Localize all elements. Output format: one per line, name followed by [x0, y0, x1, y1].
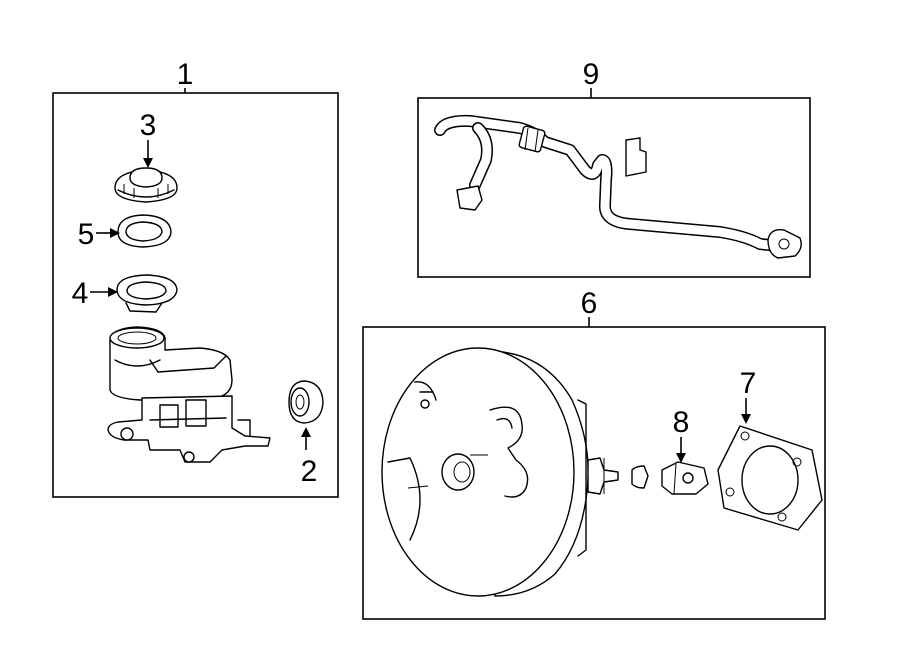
brake-booster-group: 6 8	[362, 287, 826, 620]
callout-4-arrow	[108, 287, 118, 297]
booster-gasket[interactable]	[717, 425, 823, 531]
callout-5-arrow	[110, 228, 120, 238]
hose-clamp[interactable]	[456, 185, 483, 211]
clevis-nut[interactable]	[631, 465, 649, 489]
callout-5[interactable]: 5	[78, 218, 95, 251]
master-cylinder-body[interactable]	[107, 326, 271, 463]
callout-4[interactable]: 4	[72, 277, 89, 310]
callout-3-arrow	[143, 158, 153, 168]
reservoir-seal[interactable]	[288, 380, 324, 424]
vacuum-hose-box	[417, 97, 811, 278]
reservoir-cap[interactable]	[114, 167, 178, 203]
callout-2[interactable]: 2	[301, 455, 318, 488]
callout-9[interactable]: 9	[583, 58, 600, 91]
brake-booster[interactable]	[381, 347, 619, 597]
callout-8-arrow	[676, 453, 686, 463]
callout-2-arrow	[301, 427, 311, 437]
strainer[interactable]	[116, 274, 178, 313]
hose-bracket[interactable]	[625, 137, 647, 177]
callout-7-arrow	[741, 414, 751, 424]
callout-8[interactable]: 8	[673, 406, 690, 439]
vacuum-hose-group: 9	[417, 58, 811, 278]
callout-7[interactable]: 7	[740, 367, 757, 400]
hose-end-fitting[interactable]	[767, 229, 802, 259]
callout-3[interactable]: 3	[140, 109, 157, 142]
callout-1[interactable]: 1	[177, 58, 194, 91]
brake-booster-box	[362, 326, 826, 620]
clevis[interactable]	[661, 461, 709, 495]
callout-6[interactable]: 6	[581, 287, 598, 320]
master-cylinder-box	[52, 92, 339, 498]
cap-seal[interactable]	[117, 214, 172, 248]
vacuum-hose[interactable]	[434, 114, 784, 252]
master-cylinder-group: 1 3 5 4	[52, 58, 339, 498]
